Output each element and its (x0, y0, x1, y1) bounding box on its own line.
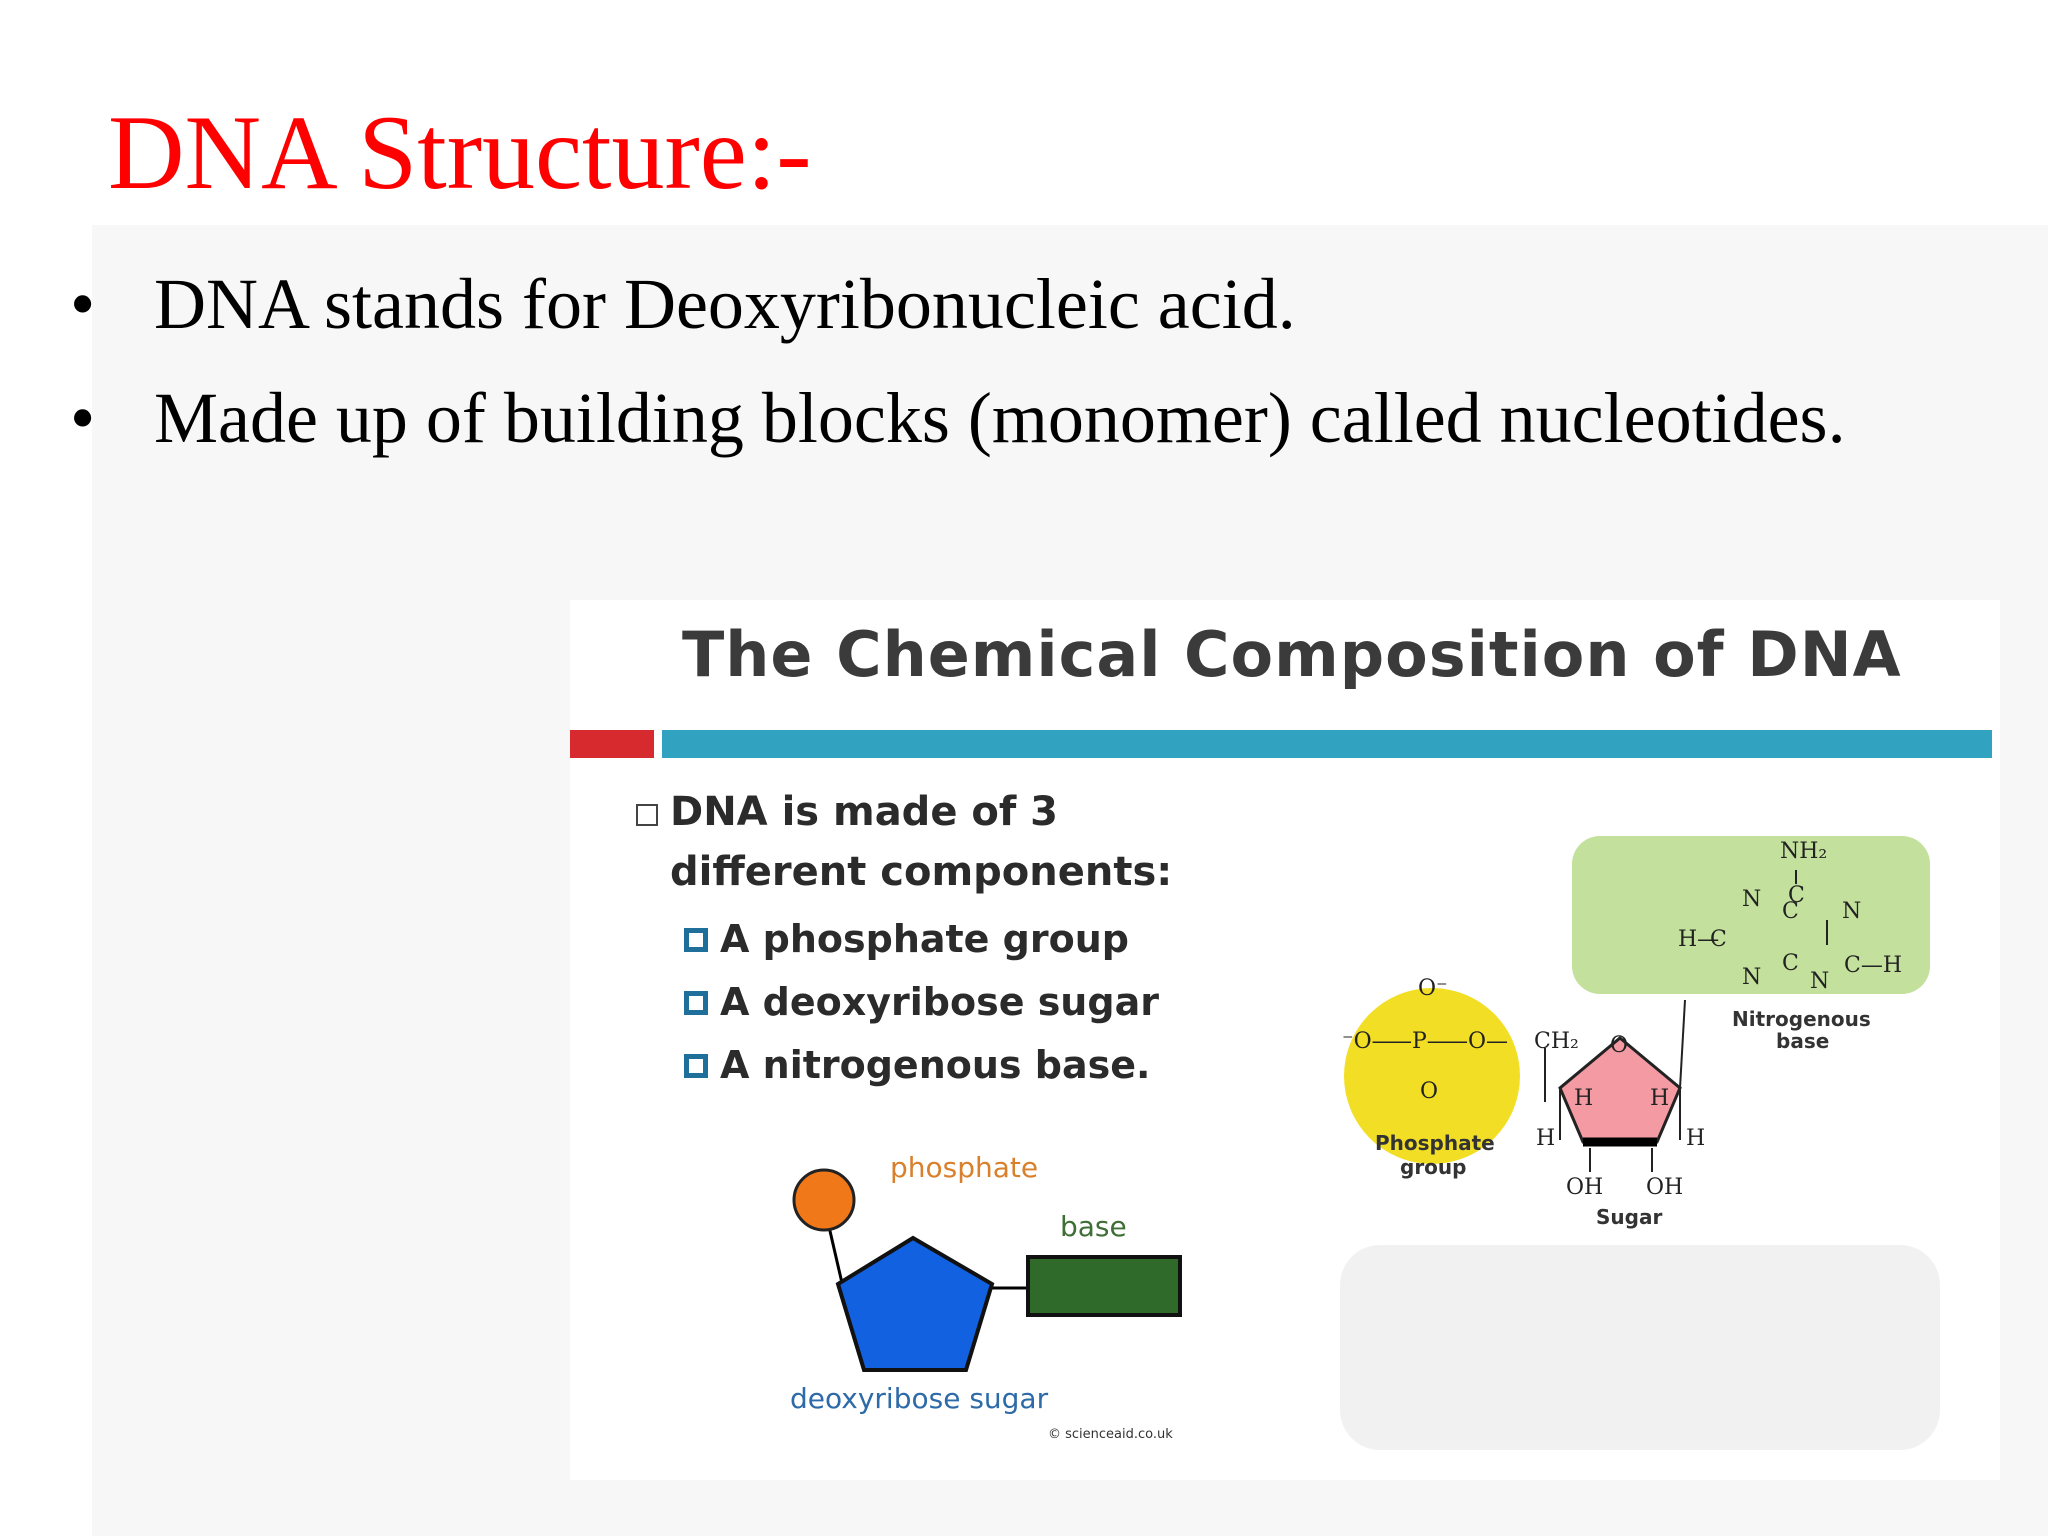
component-item: A phosphate group (684, 917, 1129, 961)
atom-h: H (1536, 1126, 1555, 1151)
atom-c: C (1782, 899, 1799, 924)
base-rectangle-icon (1026, 1255, 1182, 1317)
phosphate-circle-icon (792, 1168, 856, 1232)
slide-title: DNA Structure:- (108, 94, 812, 211)
atom-o-left: ⁻O— (1342, 1029, 1394, 1054)
figure-title: The Chemical Composition of DNA (682, 618, 1902, 691)
hollow-square-bullet-icon (636, 804, 658, 826)
atom-n: N (1842, 899, 1861, 924)
atom-ch2: CH₂ (1534, 1029, 1579, 1054)
phosphate-highlight (1344, 988, 1520, 1164)
chemical-atom-labels: O⁻ ⁻O— —P— —O— O CH₂ O H H H H OH OH NH₂… (1342, 839, 1902, 1200)
nucleotide-diagrams: phosphate base deoxyribose sugar © scien… (790, 836, 1940, 1450)
atom-c: C (1788, 883, 1805, 908)
atom-n: N (1810, 969, 1829, 994)
glycosidic-bond (1679, 999, 1686, 1089)
sugar-label: deoxyribose sugar (790, 1382, 1049, 1415)
phosphate-group-label: group (1400, 1155, 1466, 1179)
component-label: A phosphate group (720, 917, 1129, 961)
bullet-dot: • (70, 264, 96, 344)
bullet-item: • Made up of building blocks (monomer) c… (70, 372, 1970, 464)
component-item: A nitrogenous base. (684, 1043, 1151, 1087)
atom-n: N (1742, 887, 1761, 912)
simple-nucleotide-diagram: phosphate base deoxyribose sugar © scien… (790, 1151, 1182, 1442)
nitrogenous-base-label: Nitrogenous (1732, 1007, 1871, 1031)
component-label: A deoxyribose sugar (720, 980, 1159, 1024)
component-label: A nitrogenous base. (720, 1043, 1151, 1087)
atom-oh: OH (1646, 1175, 1683, 1200)
dna-composition-figure: The Chemical Composition of DNA DNA is m… (570, 600, 2000, 1480)
nitrogenous-base-label: base (1776, 1029, 1829, 1053)
atom-o-minus: O⁻ (1418, 976, 1448, 1001)
atom-h: H (1686, 1126, 1705, 1151)
component-item: A deoxyribose sugar (684, 980, 1159, 1024)
bullet-list: • DNA stands for Deoxyribonucleic acid. … (70, 258, 1970, 486)
atom-c: C (1710, 927, 1727, 952)
atom-p: —P— (1390, 1029, 1449, 1054)
atom-o-ring: O (1610, 1033, 1628, 1058)
phosphate-group-label: Phosphate (1375, 1131, 1495, 1155)
components-intro: DNA is made of 3 different components: (636, 782, 1210, 902)
atom-o-right: —O— (1446, 1029, 1508, 1054)
atom-n: N (1742, 965, 1761, 990)
atom-c: C (1782, 951, 1799, 976)
title-accent-bar-red (570, 730, 654, 758)
sugar-part-label: Sugar (1596, 1205, 1662, 1229)
atom-h: H (1574, 1086, 1593, 1111)
chemical-part-labels: Phosphate group Sugar Nitrogenous base (1375, 1007, 1871, 1229)
bullet-dot: • (70, 378, 96, 458)
atom-o-bottom: O (1420, 1079, 1438, 1104)
phosphate-label: phosphate (890, 1151, 1038, 1184)
bullet-text: Made up of building blocks (monomer) cal… (154, 378, 1846, 458)
chemical-nucleotide-diagram: O⁻ ⁻O— —P— —O— O CH₂ O H H H H OH OH NH₂… (1340, 836, 1940, 1450)
square-bullet-icon (684, 1054, 708, 1078)
square-bullet-icon (684, 991, 708, 1015)
atom-c: C—H (1844, 953, 1902, 978)
atom-oh: OH (1566, 1175, 1603, 1200)
reflection-shadow (1340, 1245, 1940, 1450)
atom-h: H (1650, 1086, 1669, 1111)
atom-nh2: NH₂ (1780, 839, 1827, 864)
components-intro-text: DNA is made of 3 different components: (670, 789, 1173, 895)
title-accent-bar-blue (662, 730, 1992, 758)
bullet-text: DNA stands for Deoxyribonucleic acid. (154, 264, 1296, 344)
base-highlight (1572, 836, 1930, 994)
bullet-item: • DNA stands for Deoxyribonucleic acid. (70, 258, 1970, 350)
atom-h: H— (1678, 927, 1719, 952)
base-label: base (1060, 1210, 1127, 1243)
image-credit: © scienceaid.co.uk (1048, 1427, 1173, 1442)
sugar-pentagon-icon (835, 1235, 995, 1372)
square-bullet-icon (684, 928, 708, 952)
